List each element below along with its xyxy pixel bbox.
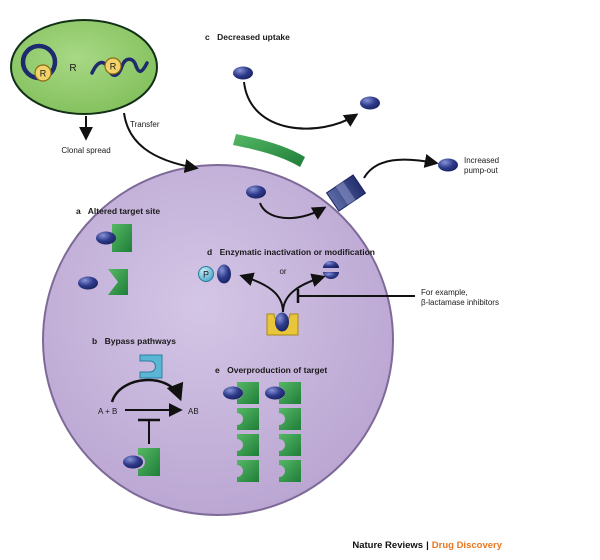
normal-target-with-drug [96, 224, 132, 252]
for-example-label: For example, β-lactamase inhibitors [421, 288, 499, 307]
enzymatic-letter: d [207, 247, 212, 257]
clonal-spread-label: Clonal spread [61, 146, 110, 155]
or-label: or [279, 267, 286, 276]
phosphate-label: P [203, 270, 209, 280]
drug-in-enzyme [275, 312, 289, 332]
drug-unbound [78, 276, 98, 290]
decreased-uptake-heading: c Decreased uptake [205, 32, 290, 42]
credit-journal: Drug Discovery [431, 540, 502, 551]
phosphorylated-drug: P [198, 264, 231, 284]
overproduced-target-block [237, 382, 259, 404]
drug-on-overproduced-target [223, 386, 243, 400]
for-example-line1: For example, [421, 288, 468, 297]
drug-molecule-outside [233, 66, 253, 80]
journal-credit: Nature Reviews|Drug Discovery [352, 540, 502, 551]
deflected-uptake-arrow [243, 81, 359, 130]
increased-pump-out-line2: pump-out [464, 166, 499, 175]
altered-target-block [108, 269, 128, 295]
increased-pump-out-line1: Increased [464, 156, 499, 165]
overproduction-letter: e [215, 365, 220, 375]
enzymatic-heading: d Enzymatic inactivation or modification [207, 247, 375, 257]
chromosome-dna [90, 57, 149, 77]
altered-target-heading: a Altered target site [76, 206, 160, 216]
credit-publisher: Nature Reviews [352, 540, 424, 551]
efflux-entry-arrow [259, 202, 327, 220]
bacterium: R R R [10, 19, 158, 115]
overproduced-target-block [279, 382, 301, 404]
chromosome-label: R [69, 63, 76, 74]
overproduction-target-grid [223, 382, 301, 482]
reaction-product: AB [188, 407, 199, 416]
host-cell [42, 164, 394, 516]
increased-pump-out-label: Increased pump-out [464, 156, 501, 175]
cleaved-drug [323, 261, 339, 279]
chromosome-gene-label: R [110, 62, 117, 72]
phosphate-group [198, 266, 214, 282]
drug-bound [96, 231, 116, 245]
overproduced-target-block [279, 434, 301, 456]
efflux-pump [325, 174, 367, 212]
enzyme [266, 312, 299, 336]
plasmid-resistance-gene [34, 64, 52, 82]
bypass-enzyme [139, 354, 163, 379]
efflux-exit-arrow [363, 154, 439, 179]
for-example-line2: β-lactamase inhibitors [421, 298, 499, 307]
transfer-arrow [123, 112, 199, 173]
overproduced-target-block [237, 408, 259, 430]
overproduced-target-block [279, 460, 301, 482]
plasmid-gene-label: R [40, 69, 47, 79]
membrane-barrier [233, 134, 305, 167]
bypass-arc-arrow [110, 378, 184, 403]
reaction-substrates: A + B [98, 407, 117, 416]
chromosome-resistance-gene [104, 57, 122, 75]
drug-molecule-deflected [360, 96, 380, 110]
overproduced-target-block [237, 434, 259, 456]
drug-on-overproduced-target [265, 386, 285, 400]
credit-separator: | [426, 540, 429, 551]
decreased-uptake-label: Decreased uptake [217, 32, 290, 42]
bypass-letter: b [92, 336, 97, 346]
overproduced-target-block [279, 408, 301, 430]
altered-target-letter: a [76, 206, 81, 216]
inhibited-target [123, 448, 160, 476]
decreased-uptake-letter: c [205, 32, 210, 42]
bypass-label: Bypass pathways [105, 336, 177, 346]
bypass-heading: b Bypass pathways [92, 336, 176, 346]
cleavage-arrow [282, 273, 326, 313]
drug-molecule-inside [246, 185, 266, 199]
altered-target-label: Altered target site [88, 206, 161, 216]
transfer-label: Transfer [130, 120, 160, 129]
drug-on-target [123, 455, 143, 469]
target-block [112, 224, 132, 252]
overproduction-heading: e Overproduction of target [215, 365, 327, 375]
drug-molecule-pumped [438, 158, 458, 172]
overproduced-target-block [237, 460, 259, 482]
overproduction-label: Overproduction of target [227, 365, 327, 375]
enzymatic-label: Enzymatic inactivation or modification [220, 247, 375, 257]
altered-target-no-binding [78, 269, 128, 295]
